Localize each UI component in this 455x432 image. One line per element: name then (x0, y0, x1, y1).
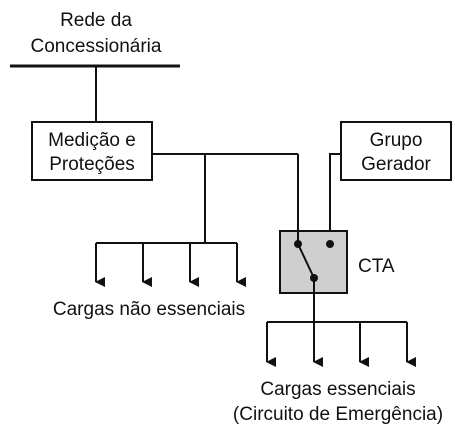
non-essential-loads-label: Cargas não essenciais (53, 299, 245, 320)
metering-label-line1: Medição e (48, 130, 136, 151)
utility-label-line1: Rede da (60, 10, 132, 31)
essential-loads-label-line1: Cargas essenciais (260, 379, 415, 400)
metering-box (31, 121, 153, 181)
generator-label-line2: Gerador (361, 154, 431, 175)
metering-label-line2: Proteções (49, 154, 135, 175)
ats-switch-blade (297, 243, 315, 279)
generator-box (340, 121, 452, 181)
generator-feeder-line (329, 153, 341, 244)
essential-loads-label-line2: (Circuito de Emergência) (233, 404, 443, 425)
ats-label: CTA (358, 256, 395, 277)
utility-label-line2: Concessionária (31, 36, 162, 57)
generator-label-line1: Grupo (370, 130, 423, 151)
ats-generator-contact (326, 240, 334, 248)
